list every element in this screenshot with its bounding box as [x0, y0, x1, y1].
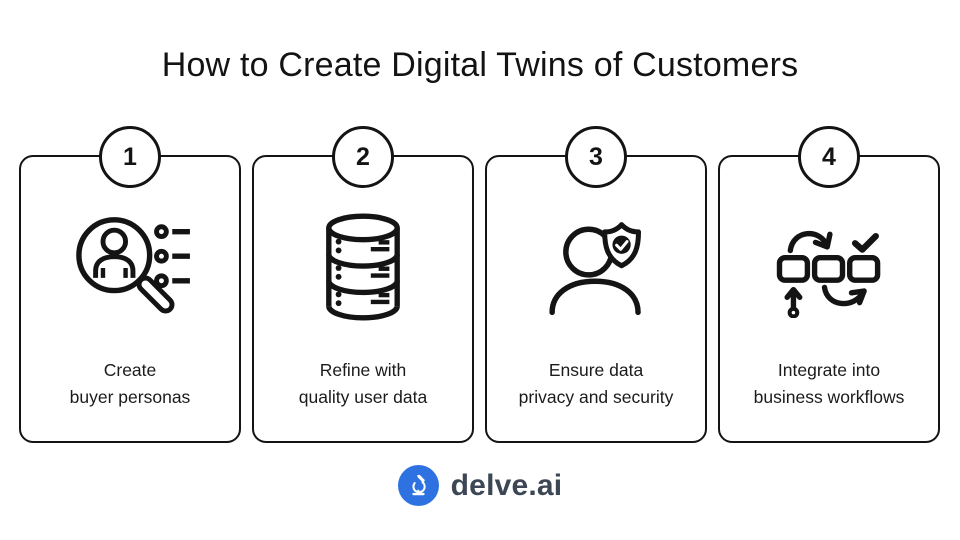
privacy-shield-icon — [487, 203, 705, 333]
step-label: Integrate into business workflows — [753, 360, 905, 407]
brand-name: delve.ai — [450, 468, 563, 502]
step-card-1: 1 Create buyer personas — [19, 126, 241, 443]
step-number-badge: 4 — [798, 126, 860, 188]
step-label: Create buyer personas — [69, 360, 191, 407]
step-card-3: 3 Ensure data privacy and security — [485, 126, 707, 443]
steps-row: 1 Create buyer personas 2 — [19, 126, 940, 443]
page-title: How to Create Digital Twins of Customers — [161, 46, 799, 84]
step-number-badge: 1 — [99, 126, 161, 188]
microscope-icon — [397, 465, 439, 506]
step-number-badge: 2 — [332, 126, 394, 188]
step-label: Refine with quality user data — [298, 360, 428, 407]
database-icon — [254, 203, 472, 333]
step-label: Ensure data privacy and security — [518, 360, 674, 407]
step-card-4: 4 Integrate into business workflows — [718, 126, 940, 443]
step-card-2: 2 Refine with quality user dat — [252, 126, 474, 443]
persona-search-icon — [21, 203, 239, 333]
brand-logo: delve.ai — [0, 465, 960, 506]
workflow-icon — [720, 203, 938, 333]
step-number-badge: 3 — [565, 126, 627, 188]
